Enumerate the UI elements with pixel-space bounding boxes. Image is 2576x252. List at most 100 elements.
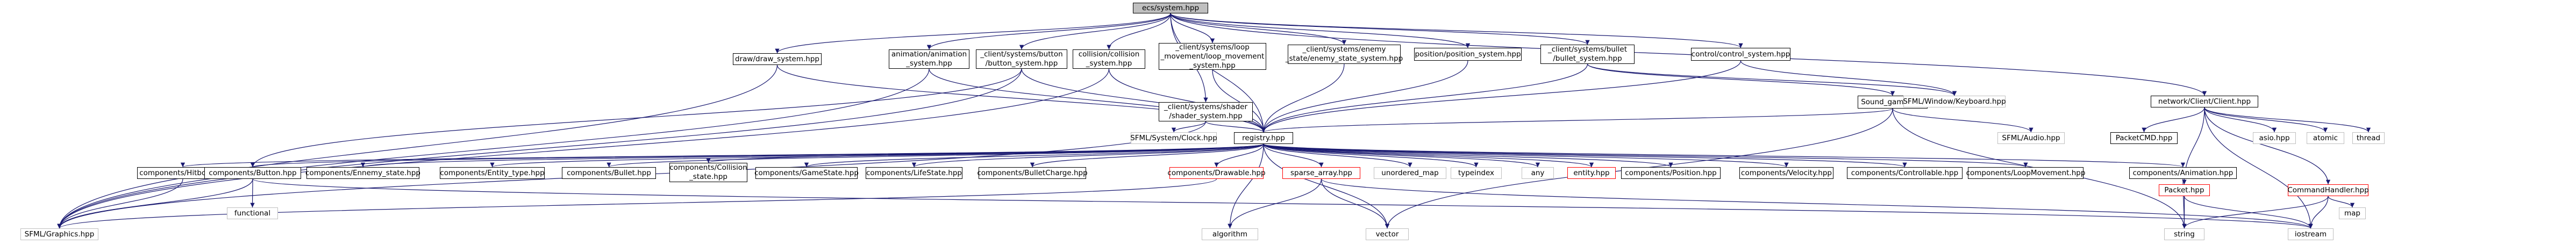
node-shader[interactable]: _client/systems/shader /shader_system.hp… <box>1159 102 1253 121</box>
node-button[interactable]: components/Button.hpp <box>204 167 301 179</box>
edge-registry-to-any <box>1263 143 1540 168</box>
node-drawable[interactable]: components/Drawable.hpp <box>1167 167 1266 179</box>
node-lifestate[interactable]: components/LifeState.hpp <box>866 167 962 179</box>
edge-cmdhandler-to-map <box>2328 196 2355 208</box>
node-btnsys[interactable]: _client/systems/button /button_system.hp… <box>976 49 1067 69</box>
edge-shader-to-clock <box>1171 121 1207 133</box>
node-thread: thread <box>2352 132 2385 144</box>
node-controllable[interactable]: components/Controllable.hpp <box>1847 167 1963 179</box>
node-algorithm: algorithm <box>1202 228 1258 240</box>
edge-cmdhandler-to-string <box>2182 196 2329 229</box>
edge-registry-to-collision <box>706 143 1264 163</box>
edge-ecs-to-registry <box>1170 13 1266 133</box>
edge-ecs-to-draw <box>775 13 1171 54</box>
node-sfgraphics: SFML/Graphics.hpp <box>20 228 98 240</box>
edge-registry-to-animation <box>1263 143 2185 168</box>
edge-loop-to-registry <box>1212 69 1266 133</box>
node-animation[interactable]: components/Animation.hpp <box>2129 167 2237 179</box>
node-bulletcharge[interactable]: components/BulletCharge.hpp <box>977 167 1088 179</box>
node-anim[interactable]: animation/animation _system.hpp <box>889 49 969 69</box>
node-bulletsys[interactable]: _client/systems/bullet /bullet_system.hp… <box>1540 45 1635 64</box>
edge-bulletsys-to-keyboard <box>1587 63 1957 96</box>
node-entitytype[interactable]: components/Entity_type.hpp <box>440 167 545 179</box>
node-enemysys[interactable]: _client/systems/enemy _state/enemy_state… <box>1285 45 1403 64</box>
edge-registry-to-gamestate <box>804 143 1264 168</box>
edge-control-to-keyboard <box>1740 60 1957 96</box>
edge-netclient-to-thread <box>2204 107 2371 133</box>
node-enemystate[interactable]: components/Ennemy_state.hpp <box>305 167 420 179</box>
edge-registry-to-typeindex <box>1263 143 1479 168</box>
edge-netclient-to-cmdhandler <box>2204 107 2331 185</box>
edge-registry-to-bullet <box>606 143 1264 168</box>
node-sfaudio: SFML/Audio.hpp <box>1997 132 2065 144</box>
node-collision[interactable]: components/Collision _state.hpp <box>669 163 747 182</box>
edge-registry-to-loopmov <box>1263 143 2028 168</box>
edge-ecs-to-control <box>1170 13 1743 48</box>
node-map: map <box>2339 207 2366 219</box>
edge-button-to-sfgraphics <box>57 178 253 229</box>
edge-registry-to-unordered <box>1263 143 1412 168</box>
edge-sparse-to-iostream <box>1321 178 2313 229</box>
edge-bulletsys-to-sound <box>1587 63 1895 96</box>
edge-registry-to-bulletcharge <box>1030 143 1264 168</box>
edge-registry-to-controllable <box>1263 143 1907 168</box>
node-unordered: unordered_map <box>1374 167 1446 179</box>
edge-netclient-to-atomic <box>2204 107 2328 133</box>
edge-draw-to-sfgraphics <box>57 64 778 229</box>
edge-anim-to-sfgraphics <box>57 68 930 229</box>
node-typeindex: typeindex <box>1451 167 1502 179</box>
node-collsys[interactable]: collision/collision _system.hpp <box>1073 49 1145 69</box>
edge-registry-to-sparse <box>1263 143 1324 168</box>
node-registry[interactable]: registry.hpp <box>1234 132 1293 144</box>
edge-ecs-to-anim <box>926 13 1171 50</box>
node-ecs: ecs/system.hpp <box>1133 3 1208 13</box>
edge-ecs-to-enemysys <box>1170 13 1347 45</box>
node-entity[interactable]: entity.hpp <box>1567 167 1616 179</box>
edge-ecs-to-netclient <box>1170 13 2207 96</box>
edge-possys-to-registry <box>1261 60 1468 133</box>
node-clock: SFML/System/Clock.hpp <box>1130 132 1217 144</box>
node-packet[interactable]: Packet.hpp <box>2159 184 2210 196</box>
node-cmdhandler[interactable]: CommandHandler.hpp <box>2287 184 2369 196</box>
node-sparse[interactable]: sparse_array.hpp <box>1282 167 1360 179</box>
node-functional: functional <box>227 207 278 219</box>
edge-btnsys-to-sfgraphics <box>57 68 1022 229</box>
edge-registry-to-vector <box>1263 143 1390 229</box>
node-position[interactable]: components/Position.hpp <box>1621 167 1721 179</box>
edge-sparse-to-algorithm <box>1228 178 1322 229</box>
node-draw[interactable]: draw/draw_system.hpp <box>733 53 822 65</box>
edge-registry-to-lifestate <box>912 143 1264 168</box>
node-packetcmd[interactable]: PacketCMD.hpp <box>2110 132 2178 144</box>
edge-ecs-to-possys <box>1170 13 1471 48</box>
node-loop[interactable]: _client/systems/loop _movement/loop_move… <box>1159 43 1266 70</box>
edge-packet-to-iostream <box>2183 196 2313 229</box>
edge-ecs-to-bulletsys <box>1170 13 1590 45</box>
node-velocity[interactable]: components/Velocity.hpp <box>1739 167 1833 179</box>
node-gamestate[interactable]: components/GameState.hpp <box>754 167 859 179</box>
edge-sound-to-registry <box>1261 108 1893 133</box>
node-bullet[interactable]: components/Bullet.hpp <box>562 167 656 179</box>
edge-hitbox-to-sfgraphics <box>57 178 183 229</box>
edge-btnsys-to-button <box>250 68 1022 168</box>
edge-registry-to-drawable <box>1214 143 1264 168</box>
node-keyboard: SFML/Window/Keyboard.hpp <box>1903 96 2006 107</box>
edge-collsys-to-registry <box>1108 68 1266 133</box>
edge-netclient-to-iostream <box>2204 107 2313 229</box>
edge-collsys-to-sfgraphics <box>57 68 1110 229</box>
node-loopmov[interactable]: components/LoopMovement.hpp <box>1966 167 2085 179</box>
edge-netclient-to-asio <box>2204 107 2277 133</box>
node-control[interactable]: control/control_system.hpp <box>1691 48 1790 61</box>
edge-button-to-iostream <box>252 178 2313 229</box>
edge-registry-to-algorithm <box>1228 143 1264 229</box>
node-any: any <box>1522 167 1554 179</box>
edge-ecs-to-loop <box>1170 13 1215 44</box>
edge-sparse-to-vector <box>1321 178 1390 229</box>
node-string: string <box>2164 228 2204 240</box>
edge-sound-to-sfaudio <box>1892 108 2033 133</box>
edge-registry-to-position <box>1263 143 1673 168</box>
node-possys[interactable]: position/position_system.hpp <box>1414 48 1522 61</box>
node-netclient[interactable]: network/Client/Client.hpp <box>2151 96 2258 107</box>
node-vector: vector <box>1366 228 1409 240</box>
edge-drawable-to-sfgraphics <box>57 178 1217 229</box>
